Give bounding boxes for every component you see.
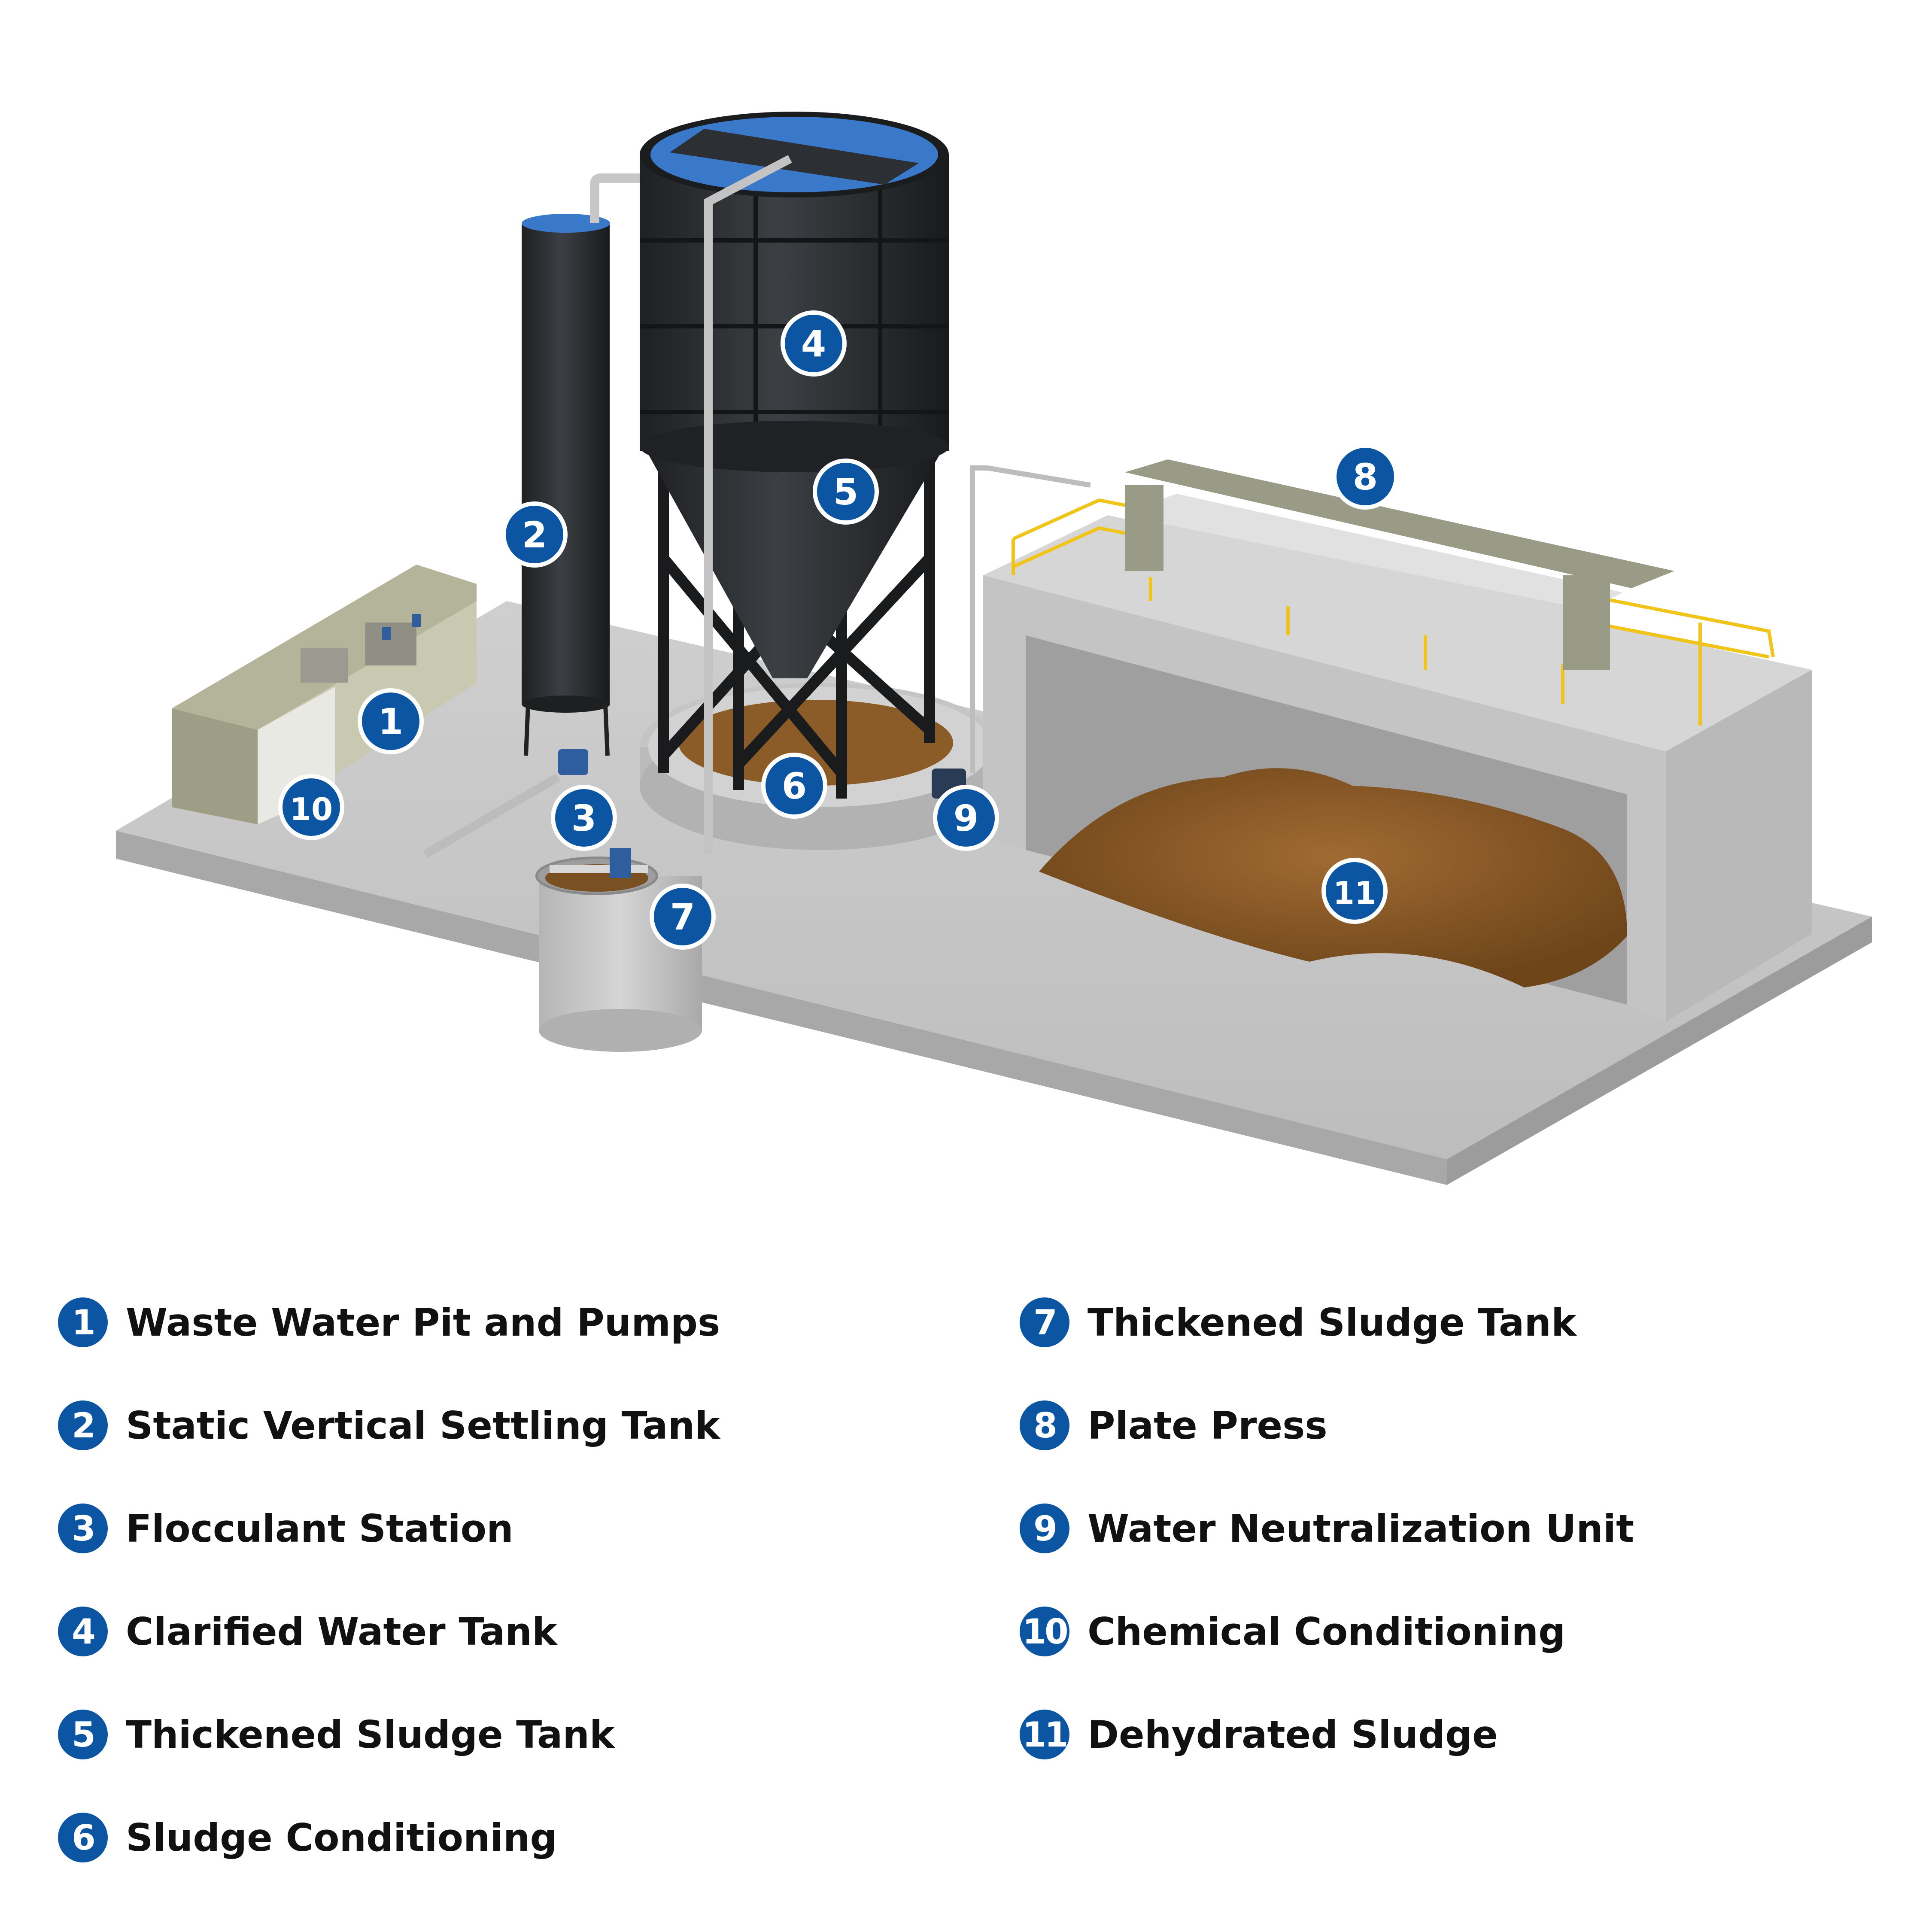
legend-label: Static Vertical Settling Tank [126, 1403, 720, 1448]
clarifier-tank [640, 112, 1000, 854]
legend-number-badge: 4 [58, 1607, 108, 1656]
legend-label: Chemical Conditioning [1088, 1609, 1566, 1654]
legend-item-7: 7 Thickened Sludge Tank [1020, 1294, 1577, 1350]
marker-10: 10 [278, 774, 344, 840]
legend-number-badge: 5 [58, 1710, 108, 1759]
legend-label: Flocculant Station [126, 1506, 513, 1551]
legend-item-1: 1 Waste Water Pit and Pumps [58, 1294, 720, 1350]
plant-illustration: 1 2 3 4 5 6 7 8 9 10 11 [116, 112, 1872, 1185]
legend-label: Dehydrated Sludge [1088, 1712, 1498, 1757]
marker-4-label: 4 [801, 323, 826, 365]
concrete-slab [116, 601, 1872, 1185]
legend-number-badge: 1 [58, 1297, 108, 1347]
legend-item-11: 11 Dehydrated Sludge [1020, 1707, 1498, 1762]
marker-6-label: 6 [782, 765, 807, 807]
marker-9: 9 [933, 785, 999, 851]
marker-layer: 1 2 3 4 5 6 7 8 9 10 11 [278, 310, 1398, 950]
marker-7-label: 7 [670, 896, 695, 938]
marker-1-label: 1 [378, 701, 403, 743]
legend-item-6: 6 Sludge Conditioning [58, 1810, 557, 1865]
marker-10-label: 10 [290, 791, 333, 827]
marker-11: 11 [1321, 858, 1388, 924]
legend-item-10: 10 Chemical Conditioning [1020, 1604, 1565, 1659]
marker-4: 4 [781, 310, 847, 377]
marker-5-label: 5 [833, 471, 858, 513]
legend-item-4: 4 Clarified Water Tank [58, 1604, 557, 1659]
marker-9-label: 9 [954, 797, 978, 839]
legend-number-badge: 11 [1020, 1710, 1069, 1759]
vertical-settling-tank [522, 173, 644, 756]
marker-3-label: 3 [571, 797, 596, 839]
legend-label: Clarified Water Tank [126, 1609, 557, 1654]
marker-7: 7 [650, 884, 716, 950]
press-building [983, 459, 1812, 1022]
legend-item-8: 8 Plate Press [1020, 1397, 1327, 1453]
legend-number-badge: 2 [58, 1400, 108, 1450]
legend-number-badge: 7 [1020, 1297, 1069, 1347]
marker-3: 3 [551, 785, 617, 851]
marker-5: 5 [813, 459, 879, 525]
legend-label: Plate Press [1088, 1403, 1327, 1448]
legend-item-5: 5 Thickened Sludge Tank [58, 1707, 615, 1762]
marker-2-label: 2 [522, 514, 547, 556]
flocculant-pump [422, 749, 588, 858]
legend-label: Water Neutralization Unit [1088, 1506, 1634, 1551]
legend-label: Sludge Conditioning [126, 1815, 557, 1860]
legend-number-badge: 6 [58, 1813, 108, 1862]
legend-label: Waste Water Pit and Pumps [126, 1300, 720, 1345]
marker-6: 6 [761, 753, 827, 819]
legend-item-2: 2 Static Vertical Settling Tank [58, 1397, 720, 1453]
marker-8: 8 [1332, 444, 1398, 510]
legend-number-badge: 9 [1020, 1504, 1069, 1553]
marker-1: 1 [358, 688, 424, 754]
legend-label: Thickened Sludge Tank [1088, 1300, 1577, 1345]
legend-label: Thickened Sludge Tank [126, 1712, 615, 1757]
marker-2: 2 [501, 501, 568, 568]
marker-11-label: 11 [1333, 875, 1376, 911]
legend-number-badge: 10 [1020, 1607, 1069, 1656]
marker-8-label: 8 [1353, 456, 1378, 498]
legend-number-badge: 8 [1020, 1400, 1069, 1450]
legend-item-9: 9 Water Neutralization Unit [1020, 1501, 1634, 1556]
legend-item-3: 3 Flocculant Station [58, 1501, 513, 1556]
thickened-sludge-pit [535, 848, 702, 1052]
legend-number-badge: 3 [58, 1504, 108, 1553]
